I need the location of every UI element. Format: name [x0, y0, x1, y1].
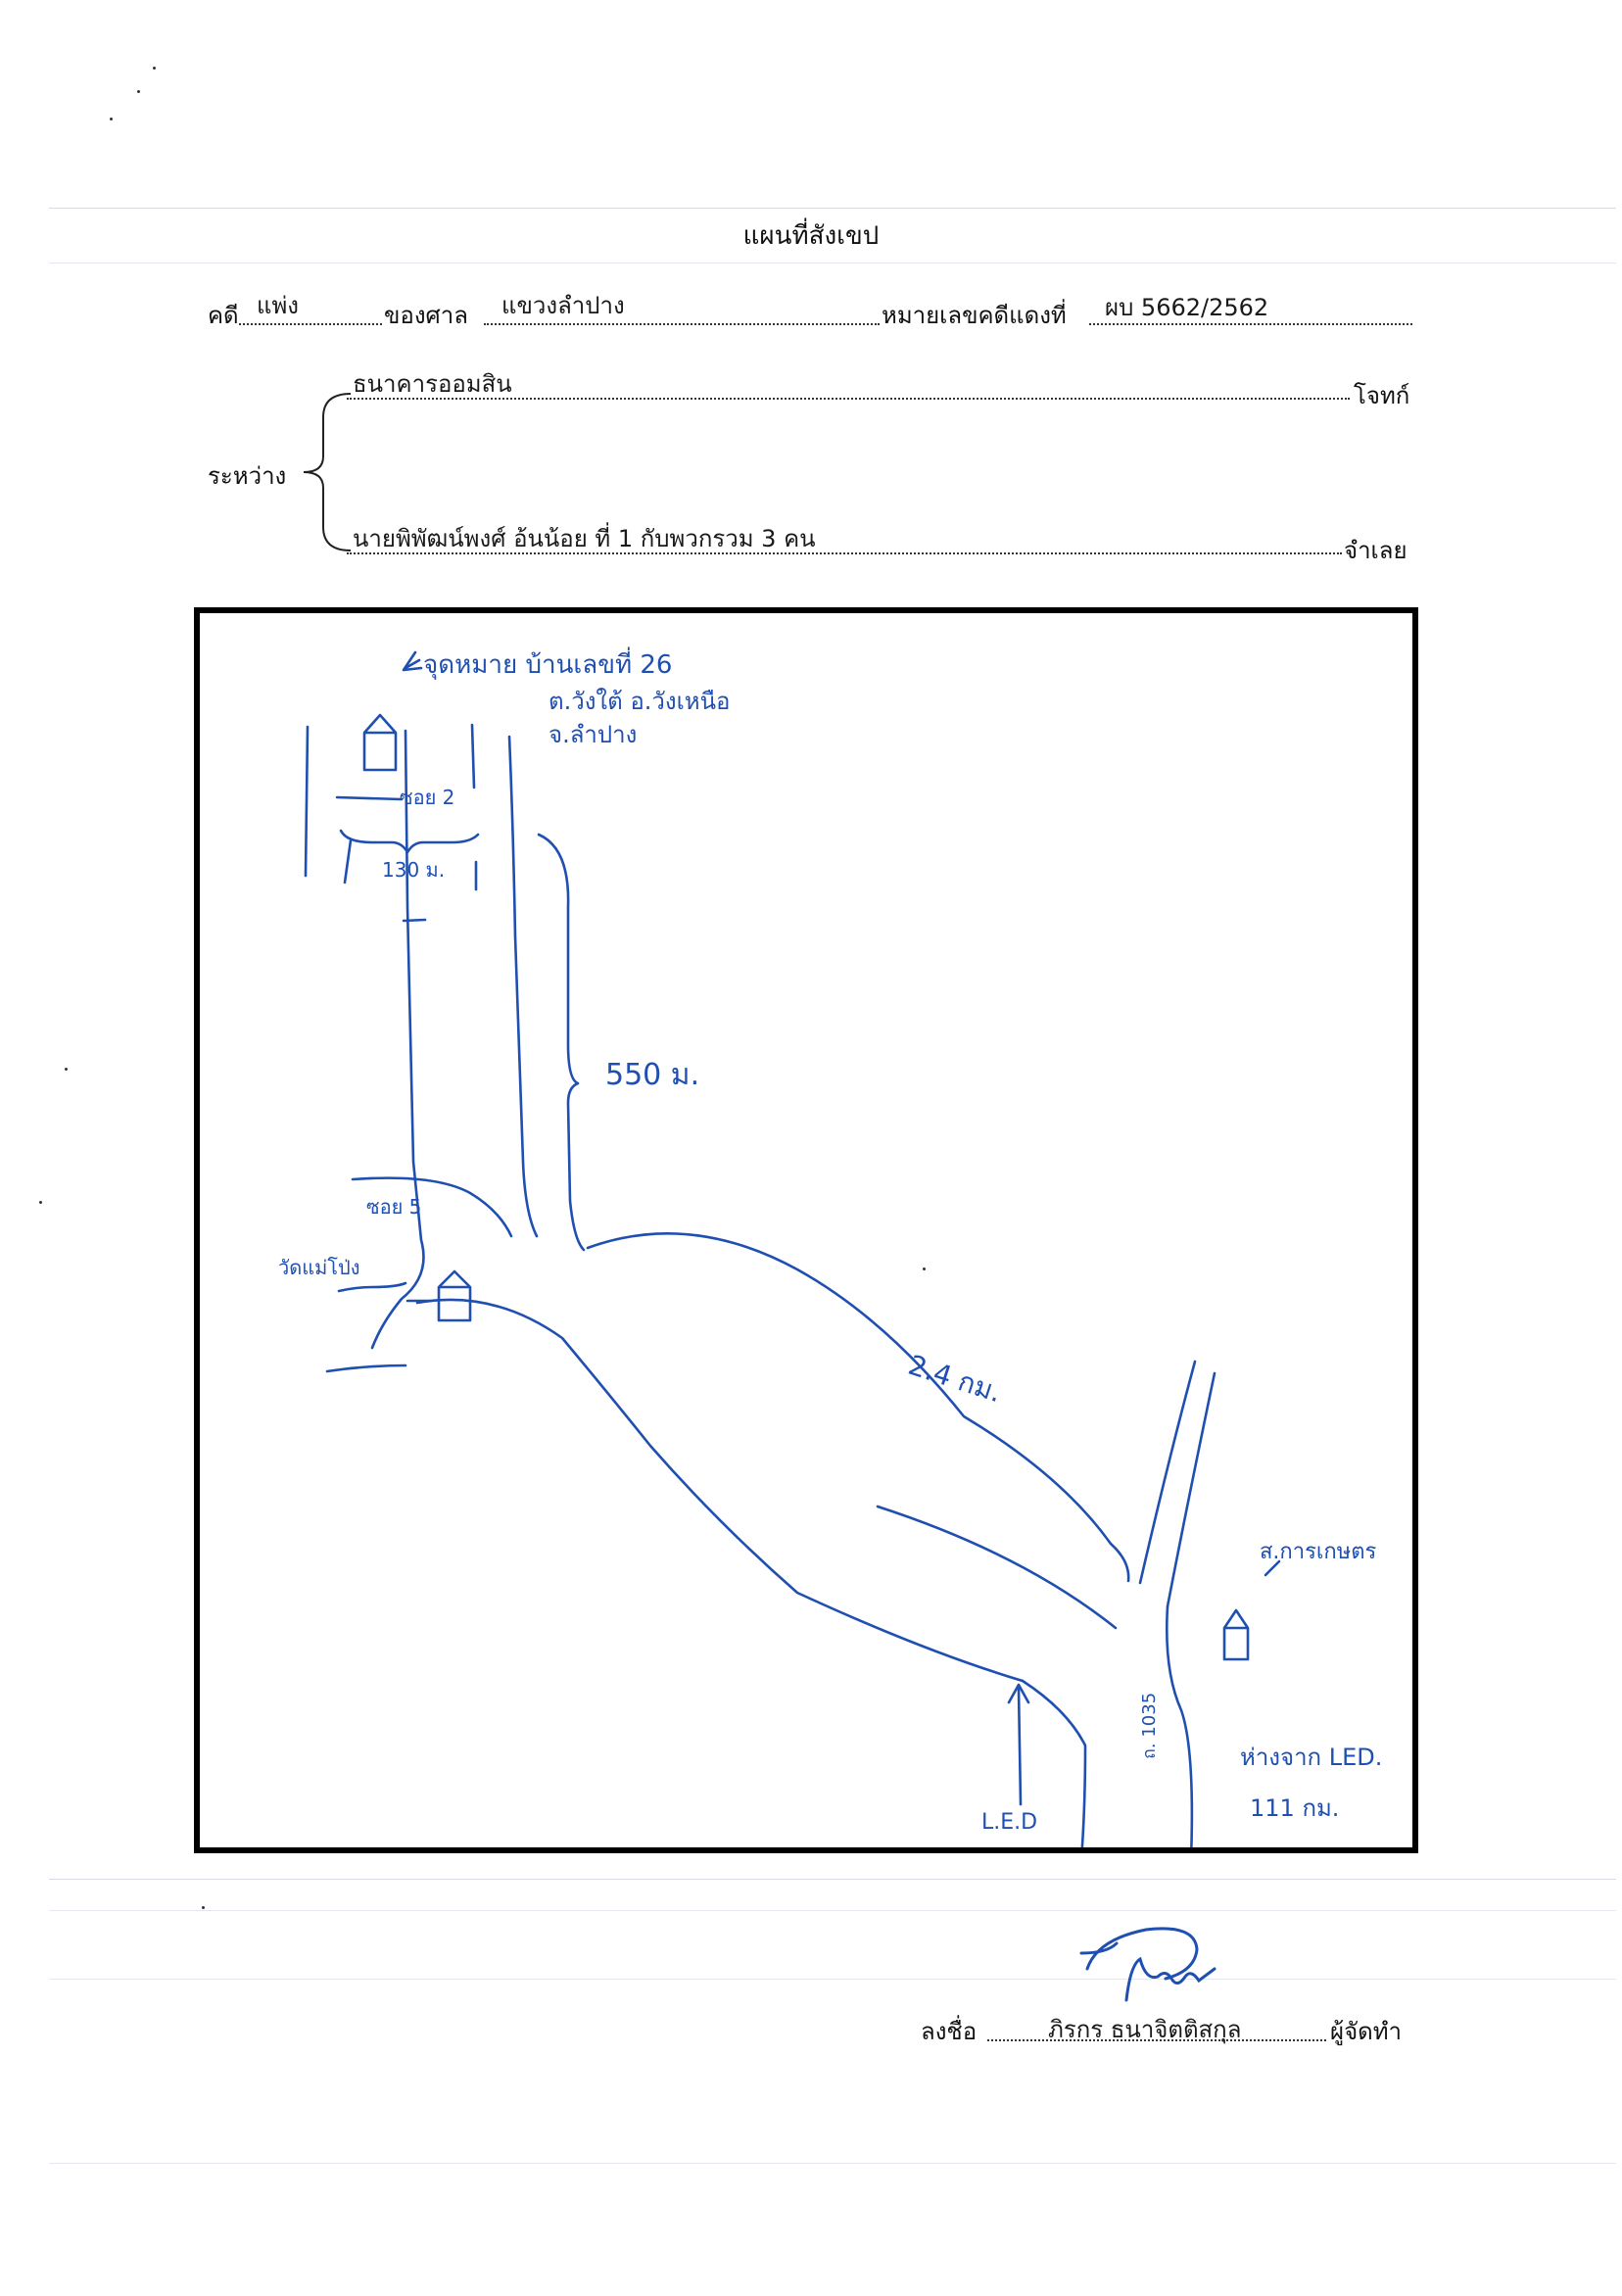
distance-130-label: 130 ม. — [382, 858, 446, 882]
road-1035-label: ถ. 1035 — [1139, 1692, 1160, 1759]
defendant-dots — [347, 552, 1342, 554]
from-led-line1: ห่างจาก LED. — [1240, 1744, 1383, 1771]
side-road-lower-edge — [325, 1363, 407, 1373]
from-led-line2: 111 กม. — [1250, 1794, 1340, 1822]
soi2-road-bottom-edge-2 — [402, 918, 427, 923]
soi2-road-short-edge — [343, 838, 353, 885]
destination-line3: จ.ลำปาง — [549, 721, 638, 748]
road-1035-left-edge — [1138, 1360, 1197, 1585]
agri-arrow — [1264, 1559, 1281, 1577]
signer-role: ผู้จัดทำ — [1330, 2018, 1403, 2045]
plaintiff-name: ธนาคารออมสิน — [353, 370, 512, 398]
house-agri — [1222, 1608, 1250, 1661]
scan-speck — [153, 67, 156, 70]
sign-label: ลงชื่อ — [921, 2018, 978, 2045]
scan-speck — [923, 1268, 926, 1270]
scan-speck — [39, 1201, 42, 1204]
red-case-label: หมายเลขคดีแดงที่ — [882, 302, 1067, 329]
soi2-road-bottom-edge — [335, 795, 404, 801]
destination-arrow-head — [402, 650, 423, 672]
red-case-number: ผบ 5662/2562 — [1105, 294, 1269, 321]
document-title: แผนที่สังเขป — [742, 221, 880, 251]
red-case-dots — [1089, 323, 1412, 325]
led-label: L.E.D — [981, 1810, 1038, 1835]
bracket-2-4 — [876, 1505, 1118, 1630]
sketch-map: จุดหมาย บ้านเลขที่ 26 ต.วังใต้ อ.วังเหนื… — [194, 607, 1418, 1853]
defendant-role: จำเลย — [1344, 537, 1407, 564]
scan-line — [49, 1979, 1616, 1980]
led-arrow-head — [1007, 1683, 1030, 1704]
scan-line — [49, 1910, 1616, 1911]
signer-dots — [987, 2039, 1326, 2041]
soi-2-label: ซอย 2 — [400, 786, 455, 809]
signer-name: ภิรกร ธนาจิตติสกุล — [1048, 2016, 1242, 2043]
house-destination — [362, 713, 398, 772]
case-type: แพ่ง — [257, 292, 300, 319]
house-temple — [437, 1269, 472, 1322]
scan-line — [49, 2163, 1616, 2164]
road-1035-right-edge — [1166, 1371, 1216, 1608]
main-road-left-edge — [370, 729, 425, 1350]
agri-office-label: ส.การเกษตร — [1260, 1540, 1377, 1564]
party-brace — [303, 393, 352, 551]
court-name-dots — [484, 323, 880, 325]
scan-speck — [137, 90, 140, 93]
map-drawing — [304, 650, 1281, 1847]
soi5-road-top-edge — [351, 1176, 513, 1238]
scan-speck — [110, 118, 113, 120]
led-arrow-shaft — [1017, 1687, 1023, 1806]
between-label: ระหว่าง — [208, 462, 287, 490]
temple-label: วัดแม่โป่ง — [278, 1256, 360, 1279]
court-name: แขวงลำปาง — [501, 292, 625, 319]
destination-line1: จุดหมาย บ้านเลขที่ 26 — [423, 650, 673, 680]
road-1035-south-right — [1165, 1604, 1194, 1847]
diagonal-road-top-edge — [586, 1231, 1130, 1583]
soi5-road-bottom-edge — [337, 1281, 407, 1293]
main-road-right-edge — [507, 735, 539, 1238]
soi2-road-left-edge — [304, 725, 310, 878]
court-label: ของศาล — [384, 302, 468, 329]
road-1035-south-left — [1021, 1679, 1087, 1847]
scan-line — [49, 1879, 1616, 1880]
case-type-dots — [239, 323, 382, 325]
case-label: คดี — [208, 302, 239, 329]
brace-130 — [339, 829, 480, 854]
plaintiff-dots — [347, 398, 1350, 400]
soi-5-label: ซอย 5 — [366, 1195, 422, 1219]
destination-arrow — [404, 658, 421, 670]
scan-line — [49, 208, 1616, 209]
bracket-550 — [537, 833, 586, 1252]
diagonal-road-bottom-edge — [415, 1298, 1025, 1683]
distance-550-label: 550 ม. — [605, 1058, 700, 1092]
defendant-name: นายพิพัฒน์พงศ์ อ้นน้อย ที่ 1 กับพวกรวม 3… — [353, 525, 816, 552]
handwritten-signature — [1079, 1927, 1216, 2002]
scan-speck — [65, 1068, 68, 1071]
scan-speck — [202, 1906, 205, 1909]
plaintiff-role: โจทก์ — [1354, 382, 1410, 409]
destination-line2: ต.วังใต้ อ.วังเหนือ — [549, 688, 731, 715]
soi2-road-right-edge — [470, 723, 476, 789]
